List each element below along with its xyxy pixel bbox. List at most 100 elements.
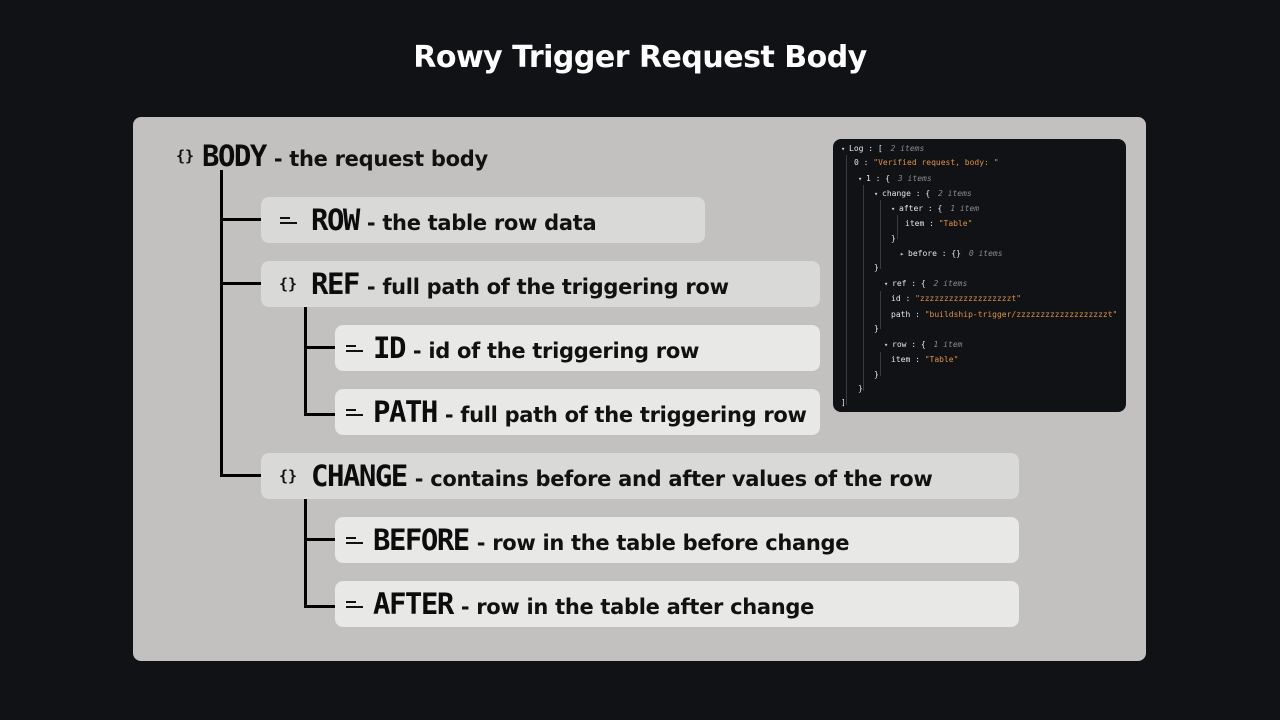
log-punct: : { [923,204,948,213]
page-title: Rowy Trigger Request Body [413,40,867,75]
chevron-down-icon[interactable]: ▾ [874,190,879,198]
log-key: item [891,355,911,364]
log-punct: : {} [936,249,966,258]
log-row: item : "Table" [905,218,972,230]
lines-icon [339,597,369,611]
log-row: item : "Table" [891,354,958,366]
log-row[interactable]: ▾1 : { 3 items [858,173,932,185]
log-row: } [874,262,879,274]
node-before-key: BEFORE [373,523,470,557]
chevron-right-icon[interactable]: ▸ [900,250,905,258]
node-ref-desc: - full path of the triggering row [366,275,729,299]
node-after-key: AFTER [373,587,454,621]
log-row: ] [841,397,846,409]
braces-icon: {} [175,147,195,165]
log-row[interactable]: ▾row : { 1 item [884,339,962,351]
log-guide [880,352,881,376]
log-item-count: 3 items [897,174,932,183]
lines-icon [339,341,369,355]
lines-icon [339,405,369,419]
log-key: after [899,204,924,213]
log-key: 0 [854,158,859,167]
node-before: BEFORE - row in the table before change [335,517,1019,563]
log-key: id [891,294,901,303]
log-string-value: "Table" [938,219,973,228]
connector-ref-trunk [304,307,307,416]
log-punct: : { [906,279,931,288]
lines-icon [339,533,369,547]
log-row[interactable]: ▾after : { 1 item [891,203,979,215]
log-row[interactable]: ▸before : {} 0 items [900,248,1003,260]
log-row: } [874,323,879,335]
log-row[interactable]: ▾ref : { 2 items [884,278,967,290]
node-path-desc: - full path of the triggering row [444,403,807,427]
node-after: AFTER - row in the table after change [335,581,1019,627]
log-key: ref [892,279,907,288]
chevron-down-icon[interactable]: ▾ [891,205,896,213]
node-after-desc: - row in the table after change [460,595,815,619]
connector-path [304,413,336,416]
log-row: } [874,369,879,381]
log-guide [880,291,881,329]
log-key: path [891,310,911,319]
connector-ref [220,282,262,285]
log-item-count: 0 items [968,249,1003,258]
log-punct: : { [910,189,935,198]
node-change-key: CHANGE [311,459,408,493]
log-row[interactable]: ▾change : { 2 items [874,188,972,200]
lines-icon [273,213,303,227]
log-punct: : { [906,340,931,349]
node-id-desc: - id of the triggering row [412,339,700,363]
log-row: 0 : "Verified request, body: " [854,157,999,169]
log-string-value: "Verified request, body: " [873,158,999,167]
log-item-count: 2 items [890,144,925,153]
log-key: } [874,263,879,272]
log-punct: : [910,310,925,319]
node-ref-key: REF [311,267,360,301]
log-key: item [905,219,925,228]
chevron-down-icon[interactable]: ▾ [884,280,889,288]
connector-after [304,605,336,608]
log-key: } [874,324,879,333]
chevron-down-icon[interactable]: ▾ [884,341,889,349]
log-item-count: 1 item [950,204,980,213]
log-key: row [892,340,907,349]
log-row: } [891,233,896,245]
log-punct: : [900,294,916,303]
log-guide [897,215,898,239]
log-punct: : [924,219,939,228]
node-change: {} CHANGE - contains before and after va… [261,453,1019,499]
braces-icon: {} [278,275,298,293]
log-row[interactable]: ▾Log : [ 2 items [841,143,924,155]
log-row: id : "zzzzzzzzzzzzzzzzzzzt" [891,293,1021,305]
log-row: path : "buildship-trigger/zzzzzzzzzzzzzz… [891,309,1117,321]
connector-before [304,538,336,541]
log-item-count: 2 items [938,189,972,198]
log-string-value: "Table" [924,355,959,364]
chevron-down-icon[interactable]: ▾ [858,175,863,183]
connector-id [304,346,336,349]
node-before-desc: - row in the table before change [476,531,850,555]
log-key: } [858,384,863,393]
node-ref: {} REF - full path of the triggering row [261,261,820,307]
node-row: ROW - the table row data [261,197,705,243]
log-punct: : [ [863,144,888,153]
log-string-value: "zzzzzzzzzzzzzzzzzzzt" [915,294,1022,303]
node-id-key: ID [373,331,406,365]
log-key: Log [849,144,864,153]
log-key: change [882,189,911,198]
log-punct: : [910,355,925,364]
node-id: ID - id of the triggering row [335,325,820,371]
log-guide [846,155,847,405]
log-key: } [891,234,896,243]
connector-row [220,218,262,221]
braces-icon: {} [278,467,298,485]
log-string-value: "buildship-trigger/zzzzzzzzzzzzzzzzzzzt" [924,310,1118,319]
chevron-down-icon[interactable]: ▾ [841,145,846,153]
log-key: } [874,370,879,379]
log-key: 1 [866,174,871,183]
node-path: PATH - full path of the triggering row [335,389,820,435]
node-path-key: PATH [373,395,438,429]
log-punct: : [858,158,874,167]
